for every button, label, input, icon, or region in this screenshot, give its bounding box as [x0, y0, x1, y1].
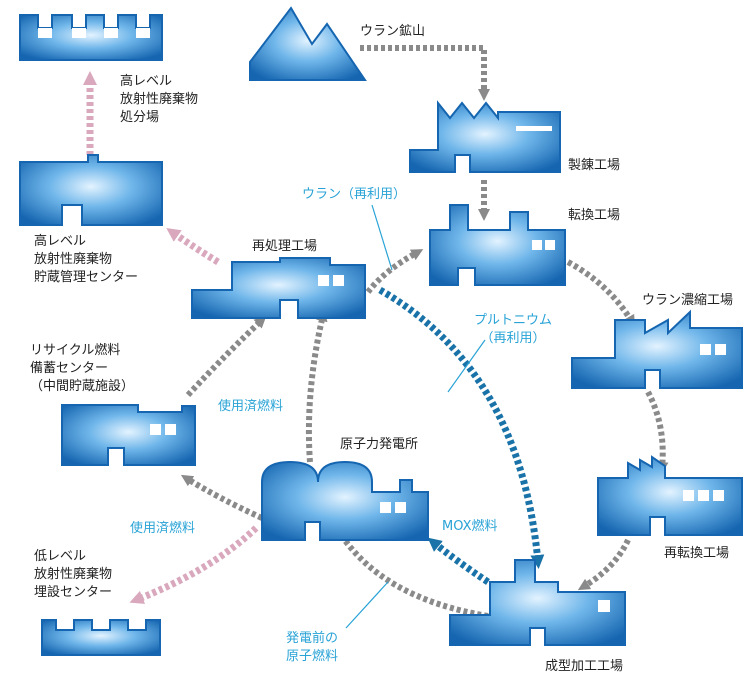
recycle-storage-label-line: （中間貯蔵施設） — [30, 379, 135, 394]
arrow-power-to-reprocessing — [305, 309, 328, 463]
hlw-disposal-label-line: 処分場 — [120, 110, 160, 125]
plutonium-reuse-label-line: （再利用） — [480, 331, 546, 346]
arrow-power-to-llw-burial — [129, 525, 259, 604]
llw-burial-label: 低レベル 放射性廃棄物 埋設センター — [34, 548, 112, 602]
recycle-storage-label-line: 備蓄センター — [30, 361, 109, 376]
hlw-storage-label: 高レベル 放射性廃棄物 貯蔵管理センター — [34, 233, 138, 287]
reprocessing-plant-label: 再処理工場 — [252, 239, 318, 254]
reprocessing-plant-icon — [191, 257, 366, 319]
hlw-storage-label-line: 放射性廃棄物 — [34, 252, 113, 267]
recycle-storage-label-line: リサイクル燃料 — [30, 343, 121, 358]
arrow-fabrication-to-power — [335, 528, 489, 619]
recycle-storage-icon — [61, 404, 196, 466]
arrow-power-to-recycle — [180, 474, 264, 521]
hlw-disposal-label: 高レベル 放射性廃棄物 処分場 — [120, 73, 198, 127]
leader-uranium-reuse — [371, 204, 393, 271]
leader-fresh-fuel — [345, 581, 389, 629]
hlw-storage-icon — [19, 154, 163, 226]
hlw-disposal-label-line: 放射性廃棄物 — [120, 92, 199, 107]
conversion-plant-icon — [429, 204, 566, 286]
fresh-fuel-label-line: 原子燃料 — [286, 649, 339, 664]
uranium-mine-icon — [249, 6, 367, 81]
arrow-fabrication-to-power-mox — [427, 537, 490, 585]
fabrication-plant-icon — [449, 559, 626, 646]
arrow-recycle-to-reprocessing — [185, 315, 267, 398]
hlw-disposal-icon — [19, 14, 163, 61]
hlw-disposal-label-line: 高レベル — [120, 74, 173, 89]
arrow-reprocessing-to-hlw-storage — [166, 228, 220, 265]
fresh-fuel-label: 発電前の 原子燃料 — [286, 630, 338, 666]
spent-fuel-label-lower: 使用済燃料 — [130, 521, 196, 536]
leader-plutonium-reuse — [447, 339, 486, 393]
power-plant-label: 原子力発電所 — [340, 437, 419, 452]
conversion-plant-label: 転換工場 — [568, 208, 621, 223]
arrow-reprocessing-to-conversion — [365, 249, 424, 294]
plutonium-reuse-label: プルトニウム （再利用） — [474, 312, 552, 348]
refining-plant-label: 製錬工場 — [568, 158, 621, 173]
leader-lines — [345, 204, 486, 629]
flow-arrows — [83, 45, 669, 619]
recycle-storage-label: リサイクル燃料 備蓄センター （中間貯蔵施設） — [30, 342, 134, 396]
enrichment-plant-label: ウラン濃縮工場 — [642, 293, 734, 308]
spent-fuel-label-upper: 使用済燃料 — [218, 399, 284, 414]
reconversion-plant-icon — [597, 455, 743, 536]
arrow-mine-to-refining — [360, 45, 490, 101]
hlw-storage-label-line: 高レベル — [34, 234, 87, 249]
enrichment-plant-icon — [571, 309, 743, 389]
fabrication-plant-label: 成型加工工場 — [545, 659, 624, 674]
llw-burial-icon — [41, 619, 161, 656]
mox-fuel-label: MOX燃料 — [442, 519, 498, 534]
llw-burial-label-line: 低レベル — [34, 549, 87, 564]
uranium-mine-label: ウラン鉱山 — [360, 24, 426, 39]
arrow-reprocessing-to-fabrication-plutonium — [378, 286, 545, 569]
reconversion-plant-label: 再転換工場 — [664, 546, 730, 561]
arrow-reconversion-to-fabrication — [577, 538, 631, 591]
power-plant-icon — [261, 460, 429, 541]
arrow-enrichment-to-reconversion — [645, 390, 669, 474]
llw-burial-label-line: 放射性廃棄物 — [34, 567, 113, 582]
plutonium-reuse-label-line: プルトニウム — [474, 313, 553, 328]
refining-plant-icon — [409, 100, 561, 173]
arrow-conversion-to-enrichment — [566, 259, 636, 328]
fresh-fuel-label-line: 発電前の — [286, 631, 339, 646]
llw-burial-label-line: 埋設センター — [34, 585, 113, 600]
hlw-storage-label-line: 貯蔵管理センター — [34, 270, 139, 285]
uranium-reuse-label: ウラン（再利用） — [302, 187, 407, 202]
